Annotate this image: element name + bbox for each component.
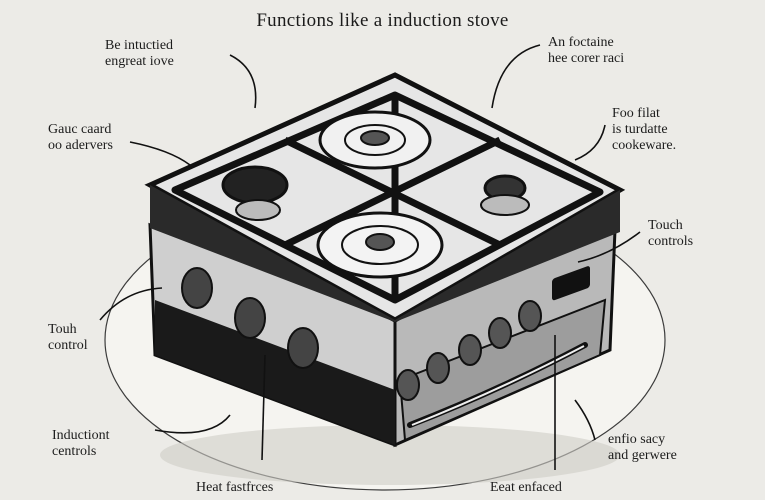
- oven-handle-hl: [411, 345, 585, 426]
- label-induction-controls: Inductiont centrols: [52, 428, 110, 459]
- burner-right: [480, 174, 530, 216]
- diagram-title: Functions like a induction stove: [256, 10, 509, 31]
- burner-back: [318, 110, 432, 170]
- side-knobs: [396, 300, 542, 401]
- label-top-right: An foctaine hee corer raci: [548, 35, 625, 66]
- cooktop-rim: [150, 185, 620, 322]
- floor-shadow: [160, 425, 620, 485]
- leader-lines: [99, 44, 641, 470]
- touch-control-panel: [552, 266, 590, 301]
- label-bottom-center-left: Heat fastfrces: [196, 480, 274, 495]
- label-mid-right: Foo filat is turdatte cookeware.: [612, 106, 677, 153]
- label-touch-control-left: Touh control: [48, 322, 88, 353]
- label-bottom-center-right: Eeat enfaced: [490, 480, 562, 495]
- label-mid-left: Gauc caard oo adervers: [48, 122, 113, 153]
- label-top-left: Be intuctied engreat iove: [105, 38, 174, 69]
- front-knobs: [181, 267, 319, 369]
- label-bottom-right: enfio sacy and gerwere: [608, 432, 677, 463]
- label-touch-controls-right: Touch controls: [648, 218, 694, 249]
- burner-front: [316, 211, 444, 279]
- stove-base-left: [155, 300, 395, 445]
- burner-left: [221, 165, 289, 221]
